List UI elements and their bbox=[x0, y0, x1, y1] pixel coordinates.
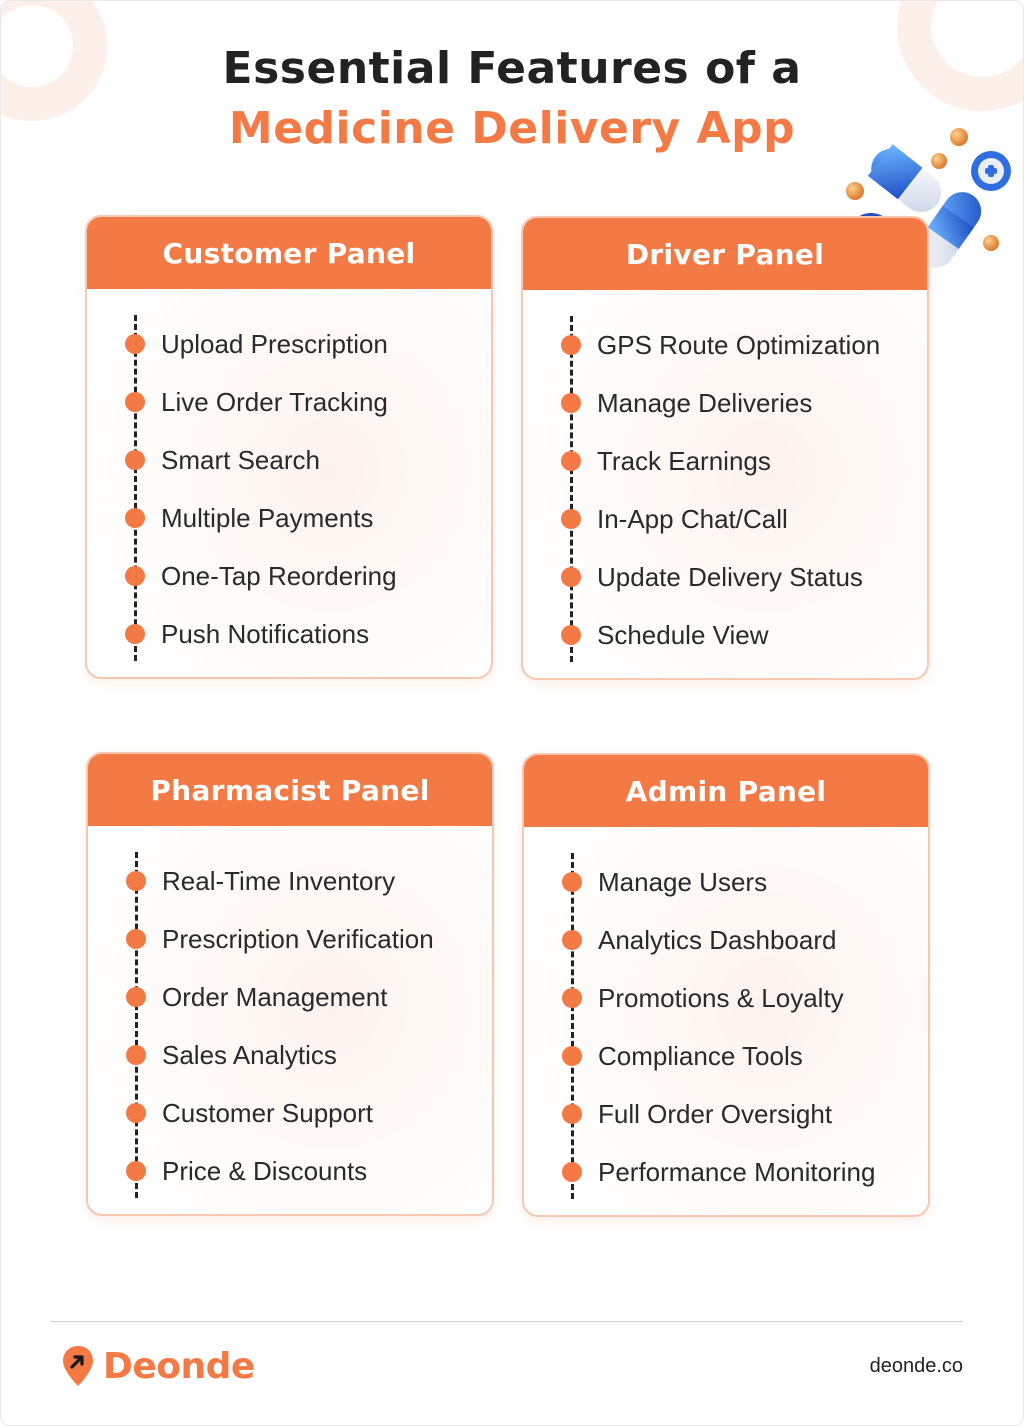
list-item-label: Manage Users bbox=[598, 866, 768, 897]
list-item-label: Prescription Verification bbox=[162, 923, 434, 954]
bullet-dot bbox=[562, 1046, 582, 1066]
list-item: Full Order Oversight bbox=[560, 1085, 928, 1143]
brand-name: Deonde bbox=[103, 1345, 255, 1387]
bullet-dot bbox=[126, 929, 146, 949]
panel-title: Admin Panel bbox=[524, 755, 928, 827]
bullet-dot bbox=[126, 987, 146, 1007]
feature-list: Real-Time Inventory Prescription Verific… bbox=[88, 826, 492, 1200]
list-item: Performance Monitoring bbox=[560, 1143, 928, 1201]
footer-divider bbox=[51, 1321, 963, 1322]
list-item: Customer Support bbox=[124, 1084, 492, 1142]
list-item: Price & Discounts bbox=[124, 1142, 492, 1200]
bullet-dot bbox=[126, 1045, 146, 1065]
list-item-label: Push Notifications bbox=[161, 618, 370, 649]
page-title: Essential Features of a Medicine Deliver… bbox=[1, 41, 1023, 161]
list-item-label: Customer Support bbox=[162, 1097, 373, 1128]
bullet-dot bbox=[126, 1103, 146, 1123]
list-item-label: Performance Monitoring bbox=[598, 1156, 876, 1187]
list-item-label: Promotions & Loyalty bbox=[598, 982, 844, 1013]
list-item: Order Management bbox=[124, 968, 492, 1026]
list-item-label: In-App Chat/Call bbox=[597, 503, 788, 534]
customer-panel-card: Customer Panel Upload Prescription Live … bbox=[85, 215, 493, 679]
list-item: Schedule View bbox=[559, 606, 927, 664]
dotted-connector bbox=[135, 852, 138, 1198]
bullet-dot bbox=[125, 566, 145, 586]
list-item: In-App Chat/Call bbox=[559, 490, 927, 548]
bullet-dot bbox=[562, 1104, 582, 1124]
list-item-label: Real-Time Inventory bbox=[162, 865, 396, 896]
list-item: One-Tap Reordering bbox=[123, 547, 491, 605]
location-pin-arrow-icon bbox=[63, 1346, 93, 1386]
bullet-dot bbox=[125, 334, 145, 354]
list-item: GPS Route Optimization bbox=[559, 316, 927, 374]
list-item: Promotions & Loyalty bbox=[560, 969, 928, 1027]
list-item-label: Compliance Tools bbox=[598, 1040, 803, 1071]
panel-title: Pharmacist Panel bbox=[88, 754, 492, 826]
bullet-dot bbox=[561, 625, 581, 645]
list-item-label: Manage Deliveries bbox=[597, 387, 813, 418]
list-item: Real-Time Inventory bbox=[124, 852, 492, 910]
list-item-label: Sales Analytics bbox=[162, 1039, 337, 1070]
list-item: Analytics Dashboard bbox=[560, 911, 928, 969]
bullet-dot bbox=[561, 393, 581, 413]
list-item: Live Order Tracking bbox=[123, 373, 491, 431]
website-link[interactable]: deonde.co bbox=[869, 1355, 963, 1377]
list-item-label: Update Delivery Status bbox=[597, 561, 863, 592]
list-item: Update Delivery Status bbox=[559, 548, 927, 606]
list-item-label: Schedule View bbox=[597, 619, 769, 650]
bullet-dot bbox=[562, 930, 582, 950]
list-item: Track Earnings bbox=[559, 432, 927, 490]
title-line-2: Medicine Delivery App bbox=[228, 103, 796, 154]
feature-list: Upload Prescription Live Order Tracking … bbox=[87, 289, 491, 663]
bullet-dot bbox=[125, 624, 145, 644]
list-item: Multiple Payments bbox=[123, 489, 491, 547]
list-item-label: Multiple Payments bbox=[161, 502, 374, 533]
bullet-dot bbox=[125, 450, 145, 470]
list-item-label: Live Order Tracking bbox=[161, 386, 388, 417]
list-item-label: Smart Search bbox=[161, 444, 320, 475]
bullet-dot bbox=[562, 988, 582, 1008]
bullet-dot bbox=[126, 871, 146, 891]
list-item-label: Full Order Oversight bbox=[598, 1098, 833, 1129]
title-line-1: Essential Features of a bbox=[222, 43, 802, 94]
list-item: Compliance Tools bbox=[560, 1027, 928, 1085]
bullet-dot bbox=[561, 509, 581, 529]
pharmacist-panel-card: Pharmacist Panel Real-Time Inventory Pre… bbox=[86, 752, 494, 1216]
list-item-label: Upload Prescription bbox=[161, 328, 388, 359]
bullet-dot bbox=[125, 392, 145, 412]
brand-logo[interactable]: Deonde bbox=[61, 1343, 255, 1389]
bullet-dot bbox=[562, 872, 582, 892]
list-item: Sales Analytics bbox=[124, 1026, 492, 1084]
list-item: Upload Prescription bbox=[123, 315, 491, 373]
dotted-connector bbox=[570, 316, 573, 662]
list-item: Smart Search bbox=[123, 431, 491, 489]
list-item: Prescription Verification bbox=[124, 910, 492, 968]
driver-panel-card: Driver Panel GPS Route Optimization Mana… bbox=[521, 216, 929, 680]
dotted-connector bbox=[134, 315, 137, 661]
panel-title: Driver Panel bbox=[523, 218, 927, 290]
bullet-dot bbox=[562, 1162, 582, 1182]
list-item: Manage Deliveries bbox=[559, 374, 927, 432]
list-item-label: GPS Route Optimization bbox=[597, 329, 881, 360]
list-item: Manage Users bbox=[560, 853, 928, 911]
dotted-connector bbox=[571, 853, 574, 1199]
bullet-dot bbox=[561, 451, 581, 471]
bullet-dot bbox=[126, 1161, 146, 1181]
feature-list: GPS Route Optimization Manage Deliveries… bbox=[523, 290, 927, 664]
list-item-label: Order Management bbox=[162, 981, 388, 1012]
feature-list: Manage Users Analytics Dashboard Promoti… bbox=[524, 827, 928, 1201]
panel-title: Customer Panel bbox=[87, 217, 491, 289]
bullet-dot bbox=[561, 567, 581, 587]
list-item-label: Analytics Dashboard bbox=[598, 924, 837, 955]
bullet-dot bbox=[125, 508, 145, 528]
list-item-label: Price & Discounts bbox=[162, 1155, 368, 1186]
bullet-dot bbox=[561, 335, 581, 355]
admin-panel-card: Admin Panel Manage Users Analytics Dashb… bbox=[522, 753, 930, 1217]
list-item-label: One-Tap Reordering bbox=[161, 560, 397, 591]
list-item-label: Track Earnings bbox=[597, 445, 771, 476]
list-item: Push Notifications bbox=[123, 605, 491, 663]
